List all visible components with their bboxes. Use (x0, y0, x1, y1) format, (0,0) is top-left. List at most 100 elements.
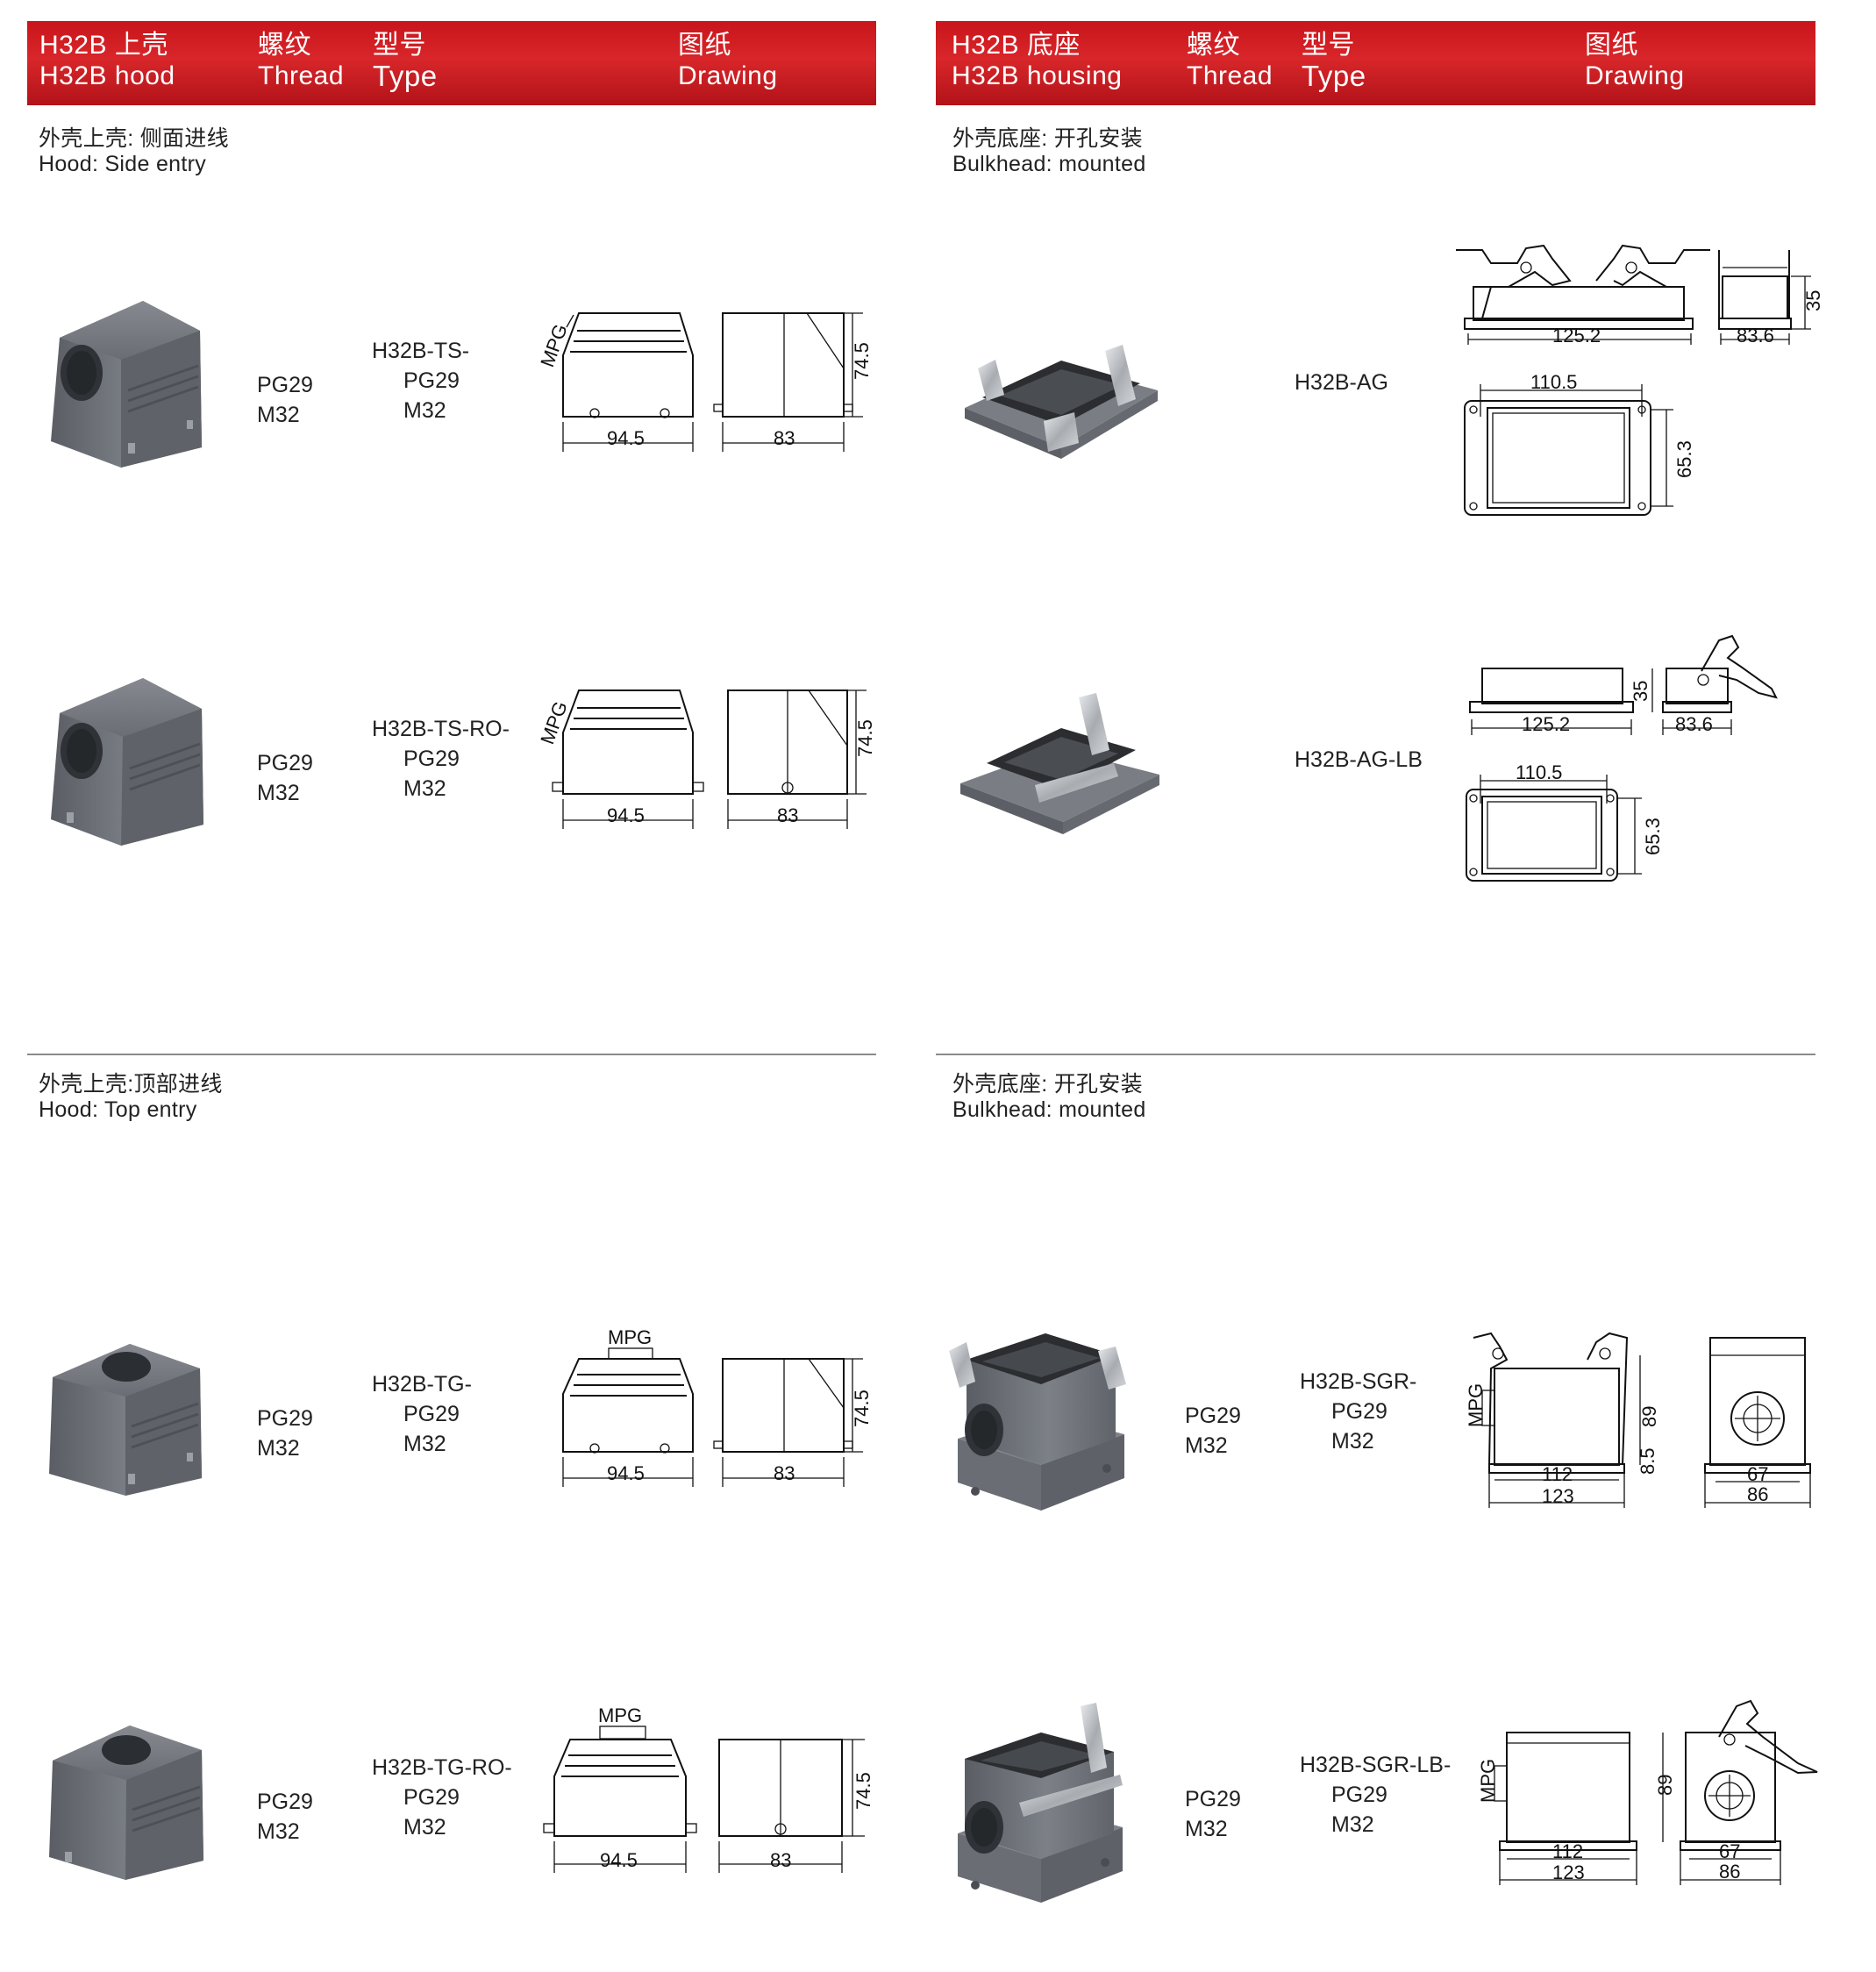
type-variant: PG29 (1331, 1783, 1387, 1807)
dim-outer: 123 (1552, 1861, 1585, 1883)
type-code: H32B-TG-RO- (372, 1755, 512, 1780)
hood-top-entry-ro-photo (42, 1715, 218, 1886)
type-variant: PG29 (403, 368, 460, 393)
dim-entry-label: MPG (1477, 1759, 1499, 1803)
dim-depth: 83 (770, 1849, 791, 1871)
header-thread-cn: 螺纹 (258, 31, 311, 60)
type-variant: M32 (403, 1432, 446, 1456)
header-type: 型号 Type (1302, 30, 1366, 91)
dim-side-inner: 67 (1719, 1840, 1740, 1862)
thread-column: PG29 M32 (257, 748, 313, 808)
dim-hole-y: 65.3 (1673, 440, 1695, 478)
type-code: H32B-TS-RO- (372, 717, 510, 741)
dim-depth: 83.6 (1737, 325, 1774, 347)
dim-width: 94.5 (607, 804, 645, 826)
dim-width: 94.5 (607, 427, 645, 449)
section-title-en: Hood: Top entry (39, 1097, 197, 1122)
thread-column: PG29 M32 (257, 1787, 313, 1847)
header-product-cn: H32B 底座 (952, 31, 1081, 60)
dim-height: 89 (1654, 1775, 1676, 1796)
dim-depth: 83 (774, 427, 795, 449)
dim-height: 74.5 (851, 1390, 873, 1427)
header-type-en: Type (373, 60, 438, 92)
left-table-header: H32B 上壳 H32B hood 螺纹 Thread 型号 Type 图纸 D… (27, 21, 876, 105)
drawing-h32b-tg-ro: MPG 94.5 83 74.5 (526, 1697, 877, 1882)
dim-flange: 8.5 (1637, 1447, 1658, 1475)
dim-side-inner: 67 (1747, 1463, 1768, 1485)
drawing-h32b-ag: 125.2 83.6 35 110.5 65.3 (1456, 241, 1824, 522)
type-column: H32B-AG-LB (1295, 745, 1423, 775)
header-thread-en: Thread (1187, 61, 1273, 90)
dim-width: 94.5 (607, 1462, 645, 1484)
header-drawing-en: Drawing (678, 61, 778, 90)
hood-side-entry-photo (42, 294, 218, 474)
dim-entry-label: MPG (1465, 1383, 1487, 1427)
dim-hole-x: 110.5 (1530, 371, 1577, 393)
surface-housing-photo (940, 1307, 1142, 1522)
dim-entry-label: MPG (608, 1326, 652, 1348)
section-title-bulkhead-2: 外壳底座: 开孔安装 Bulkhead: mounted (952, 1072, 1146, 1123)
drawing-h32b-ag-lb: 125.2 83.6 35 110.5 65.3 (1456, 632, 1824, 886)
type-column: H32B-TS- PG29 M32 (372, 336, 469, 425)
section-title-en: Hood: Side entry (39, 152, 207, 176)
section-title-en: Bulkhead: mounted (952, 1097, 1146, 1122)
header-drawing: 图纸 Drawing (1585, 30, 1685, 91)
dim-side-outer: 86 (1747, 1483, 1768, 1505)
dim-height: 35 (1802, 290, 1824, 311)
header-thread-en: Thread (258, 61, 345, 90)
dim-hole-y: 65.3 (1642, 818, 1664, 855)
section-title-hood-side: 外壳上壳: 侧面进线 Hood: Side entry (39, 126, 229, 177)
thread-column: PG29 M32 (1185, 1784, 1241, 1844)
type-column: H32B-SGR- PG29 M32 (1300, 1367, 1416, 1456)
surface-housing-lever-photo (940, 1697, 1142, 1912)
dim-height: 74.5 (854, 719, 876, 757)
type-code: H32B-SGR- (1300, 1369, 1417, 1394)
section-title-bulkhead-1: 外壳底座: 开孔安装 Bulkhead: mounted (952, 126, 1146, 177)
type-column: H32B-TG- PG29 M32 (372, 1369, 472, 1459)
section-title-cn: 外壳底座: 开孔安装 (952, 126, 1143, 151)
thread-value: M32 (257, 1819, 300, 1844)
type-variant: M32 (1331, 1812, 1374, 1837)
thread-value: M32 (257, 403, 300, 427)
type-variant: PG29 (403, 1785, 460, 1810)
header-product-en: H32B hood (39, 61, 175, 90)
type-code: H32B-TS- (372, 339, 470, 363)
type-variant: PG29 (1331, 1399, 1387, 1424)
dim-width: 94.5 (600, 1849, 638, 1871)
drawing-h32b-ts: 94.5 MPG 83 74.5 (526, 303, 877, 461)
thread-value: M32 (257, 781, 300, 805)
type-code: H32B-TG- (372, 1372, 472, 1397)
type-variant: M32 (1331, 1429, 1374, 1454)
type-variant: PG29 (403, 1402, 460, 1426)
dim-entry-label: MPG (598, 1704, 642, 1726)
dim-height: 89 (1638, 1406, 1660, 1427)
drawing-h32b-sgr: MPG 89 8.5 112 123 67 86 (1456, 1320, 1824, 1509)
header-thread: 螺纹 Thread (1187, 30, 1273, 91)
header-product: H32B 底座 H32B housing (952, 30, 1122, 91)
thread-value: PG29 (1185, 1404, 1241, 1428)
header-drawing-cn: 图纸 (1585, 31, 1638, 60)
drawing-h32b-ts-ro: 94.5 MPG 83 74.5 (526, 680, 877, 838)
header-thread-cn: 螺纹 (1187, 31, 1240, 60)
header-type: 型号 Type (373, 30, 438, 91)
dim-length: 125.2 (1552, 325, 1601, 347)
header-product: H32B 上壳 H32B hood (39, 30, 175, 91)
section-divider (936, 1054, 1815, 1055)
thread-value: M32 (1185, 1817, 1228, 1841)
bulkhead-housing-lever-photo (956, 680, 1166, 842)
type-column: H32B-SGR-LB- PG29 M32 (1300, 1750, 1451, 1840)
header-drawing: 图纸 Drawing (678, 30, 778, 91)
dim-depth: 83.6 (1675, 713, 1713, 735)
type-column: H32B-TG-RO- PG29 M32 (372, 1753, 512, 1842)
header-type-en: Type (1302, 60, 1366, 92)
thread-column: PG29 M32 (257, 1404, 313, 1463)
thread-column: PG29 M32 (1185, 1401, 1241, 1461)
header-drawing-cn: 图纸 (678, 31, 731, 60)
header-product-en: H32B housing (952, 61, 1123, 90)
section-divider (27, 1054, 876, 1055)
drawing-h32b-tg: MPG 94.5 83 74.5 (526, 1320, 877, 1496)
section-title-hood-top: 外壳上壳:顶部进线 Hood: Top entry (39, 1072, 223, 1123)
header-type-cn: 型号 (1302, 31, 1355, 60)
bulkhead-housing-photo (956, 303, 1166, 465)
dim-side-outer: 86 (1719, 1861, 1740, 1883)
